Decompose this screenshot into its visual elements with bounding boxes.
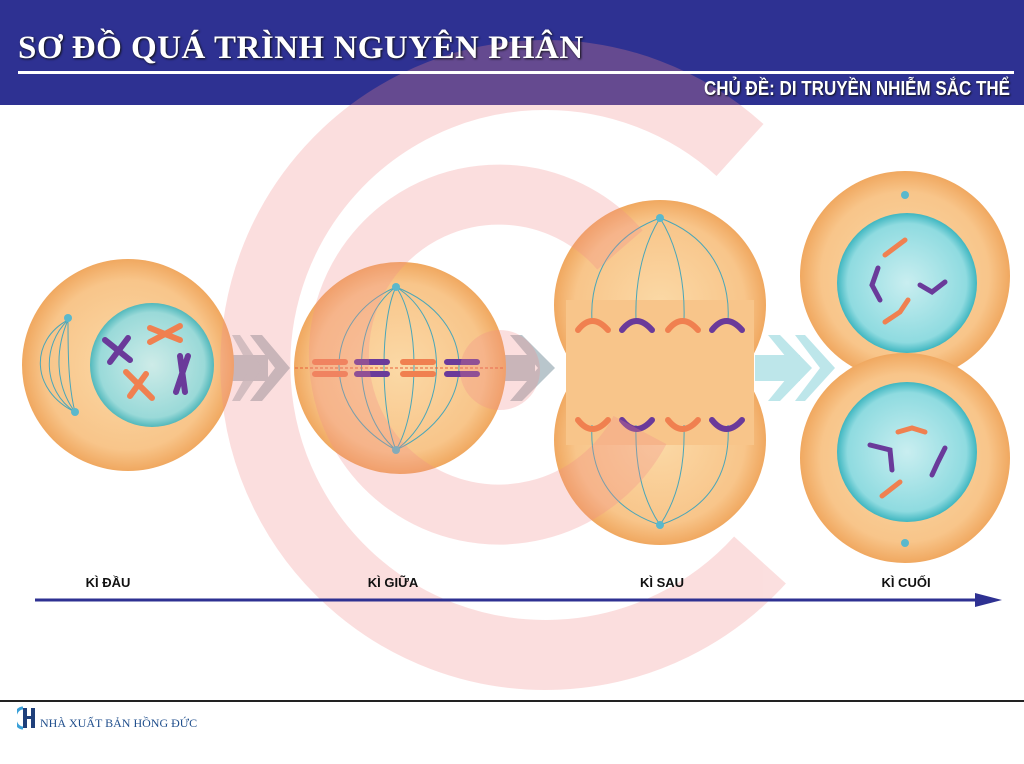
- label-metaphase: KÌ GIỮA: [367, 575, 419, 590]
- footer-divider: [0, 700, 1024, 702]
- anaphase-cell: [554, 200, 766, 545]
- watermark: [220, 39, 786, 690]
- arrow-3: [755, 335, 835, 401]
- centrosome: [901, 191, 909, 199]
- centrosome: [656, 521, 664, 529]
- page-title: SƠ ĐỒ QUÁ TRÌNH NGUYÊN PHÂN: [18, 30, 584, 66]
- centrosome: [392, 446, 400, 454]
- title-divider: [18, 71, 1014, 74]
- nucleus: [90, 303, 214, 427]
- timeline-arrow: [35, 593, 1002, 607]
- nucleus: [837, 382, 977, 522]
- label-anaphase: KÌ SAU: [639, 575, 685, 590]
- centrosome: [901, 539, 909, 547]
- prophase-cell: [22, 259, 234, 471]
- arrow-1: [228, 335, 290, 401]
- centrosome: [71, 408, 79, 416]
- header-banner: [0, 0, 1024, 105]
- centrosome: [656, 214, 664, 222]
- publisher-logo-icon: [17, 706, 35, 730]
- label-prophase: KÌ ĐẦU: [85, 575, 131, 590]
- centrosome: [392, 283, 400, 291]
- publisher-name: NHÀ XUẤT BẢN HỒNG ĐỨC: [40, 716, 198, 730]
- centrosome: [64, 314, 72, 322]
- metaphase-cell: [294, 262, 506, 474]
- nucleus: [837, 213, 977, 353]
- telophase-cells: [800, 171, 1010, 563]
- page-subtitle: CHỦ ĐỀ: DI TRUYỀN NHIỄM SẮC THỂ: [703, 78, 1010, 100]
- label-telophase: KÌ CUỐI: [881, 575, 931, 590]
